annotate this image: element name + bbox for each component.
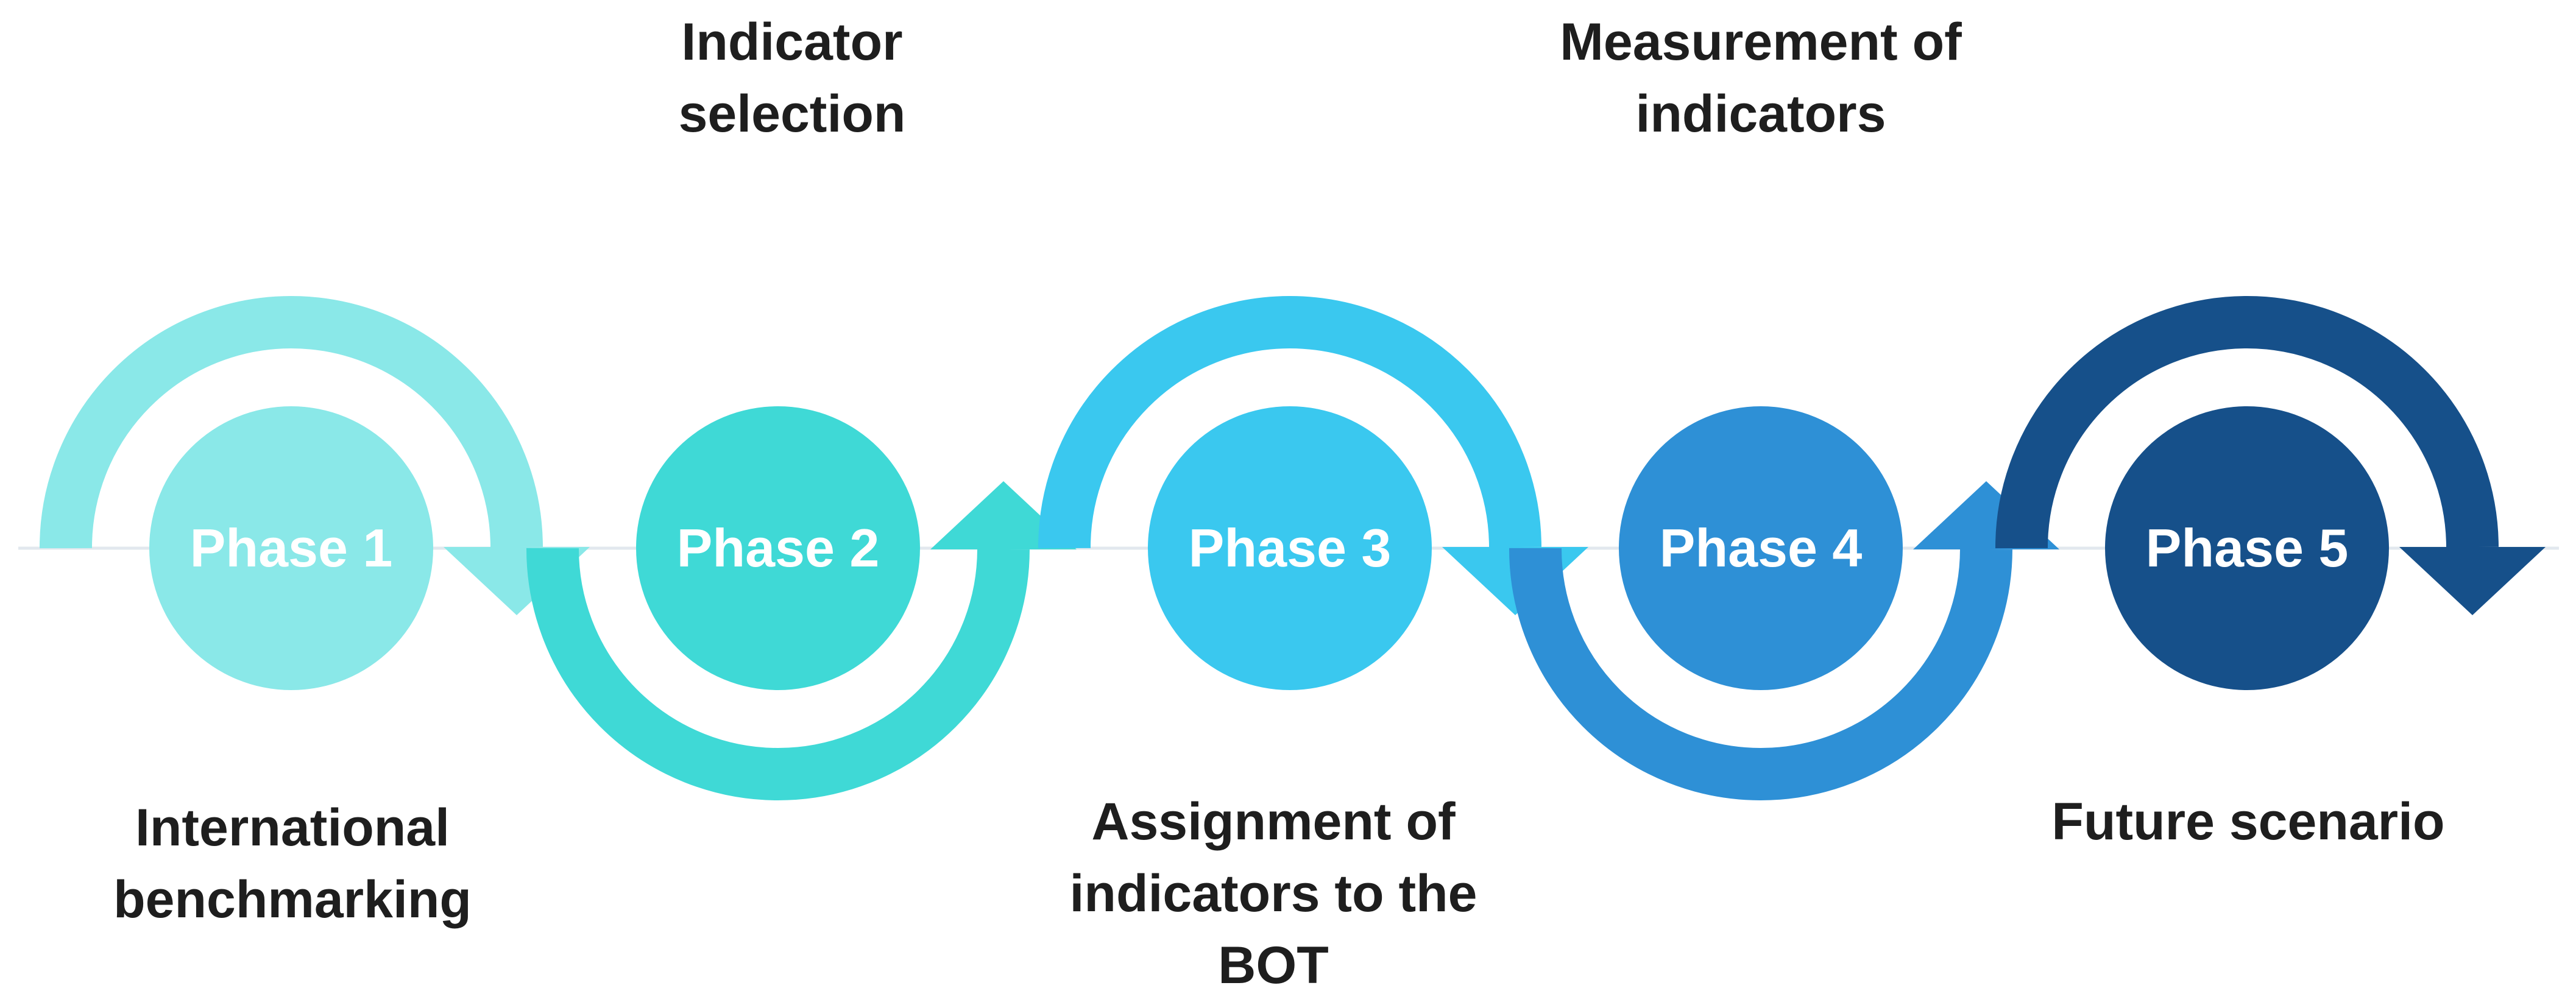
caption-phase-3: Assignment of indicators to the BOT (999, 786, 1548, 1001)
caption-line: Future scenario (2051, 792, 2445, 851)
caption-line: indicators (1635, 85, 1886, 143)
caption-line: International (135, 799, 450, 857)
caption-line: BOT (1218, 936, 1329, 995)
circle-phase-4 (1619, 406, 1903, 690)
arc-phase-5 (1995, 296, 2499, 549)
caption-phase-2: Indicator selection (518, 6, 1066, 150)
label-phase-4: Phase 4 (1660, 518, 1863, 578)
circle-layer: Phase 1 Phase 2 Phase 3 Phase 4 Phase 5 (149, 406, 2389, 690)
arc-phase-1 (39, 296, 543, 549)
circle-phase-3 (1148, 406, 1432, 690)
caption-line: Measurement of (1560, 13, 1962, 71)
label-phase-1: Phase 1 (190, 518, 393, 578)
caption-phase-1: International benchmarking (18, 792, 567, 936)
caption-line: Indicator (681, 13, 903, 71)
circle-phase-5 (2105, 406, 2389, 690)
circle-phase-2 (636, 406, 920, 690)
caption-phase-4: Measurement of indicators (1487, 6, 2035, 150)
arc-phase-3 (1038, 296, 1541, 549)
arc-phase-2 (526, 548, 1030, 800)
label-phase-3: Phase 3 (1189, 518, 1392, 578)
arc-phase-4 (1509, 548, 2012, 800)
caption-line: benchmarking (113, 870, 472, 929)
arc-layer (39, 296, 2546, 800)
label-phase-5: Phase 5 (2146, 518, 2349, 578)
circle-phase-1 (149, 406, 433, 690)
caption-line: indicators to the (1069, 864, 1477, 923)
caption-line: selection (678, 85, 906, 143)
caption-phase-5: Future scenario (1974, 786, 2522, 858)
arrowhead-phase-5 (2399, 547, 2546, 615)
label-phase-2: Phase 2 (677, 518, 880, 578)
caption-line: Assignment of (1091, 792, 1456, 851)
